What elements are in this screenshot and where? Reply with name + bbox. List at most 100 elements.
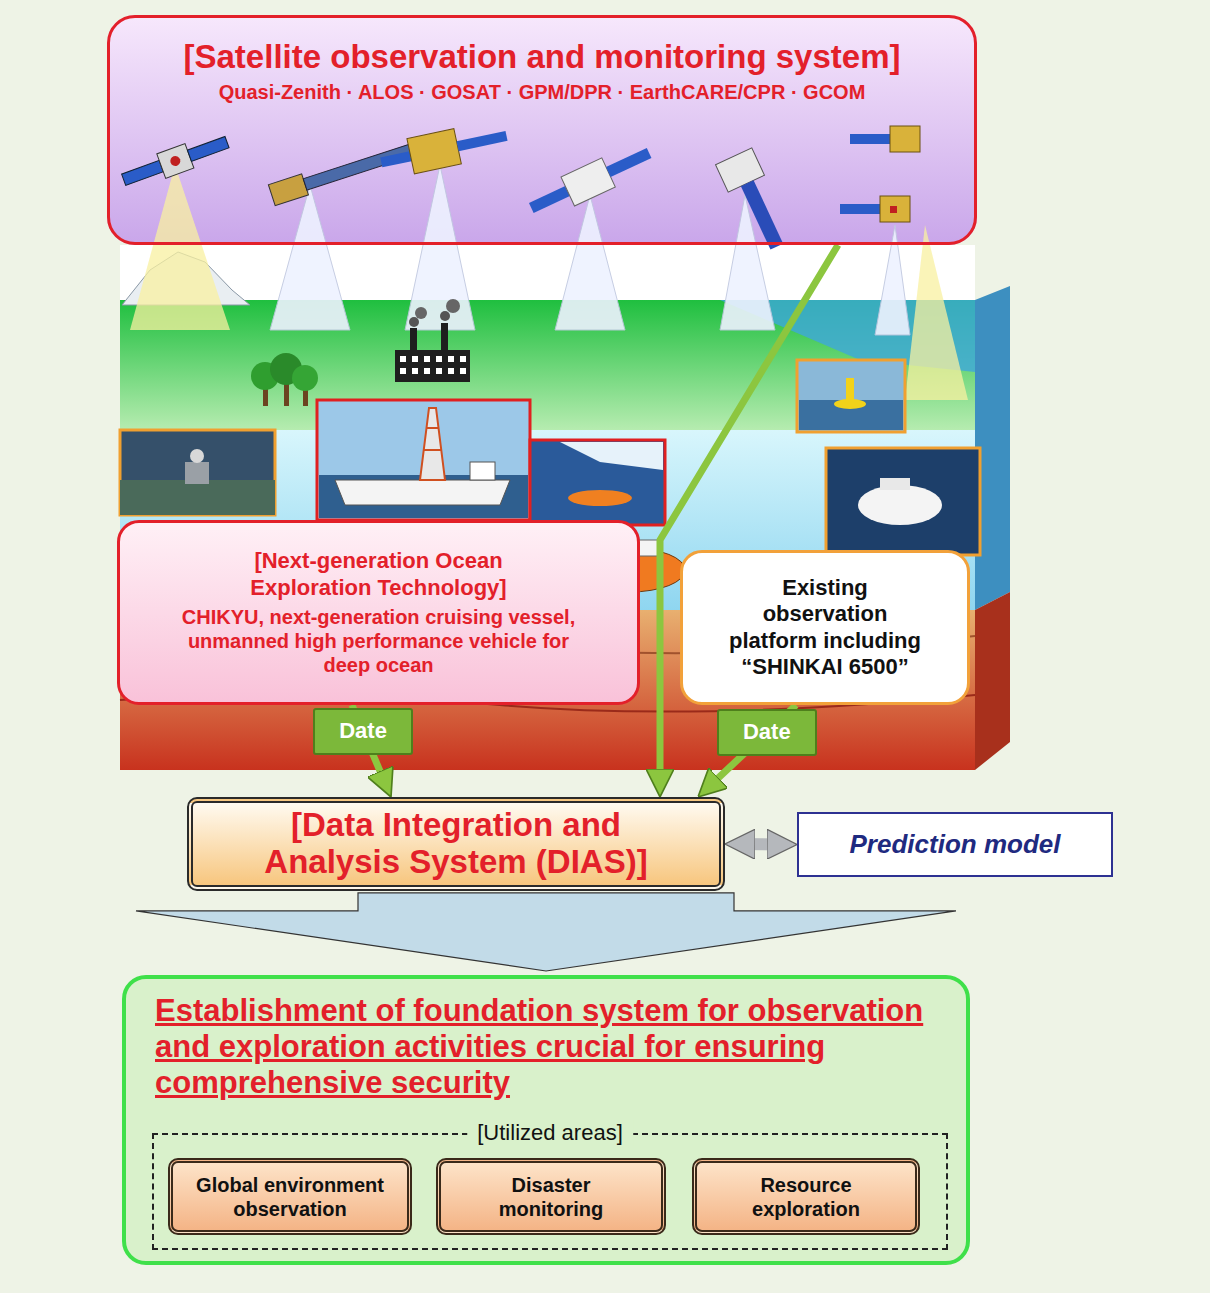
photo-ice-vehicle [530, 440, 665, 525]
photo-drilling-ship [424, 449, 441, 451]
factory [400, 356, 406, 362]
photo-ice-vehicle [568, 490, 632, 506]
edge-label: Date [313, 708, 413, 754]
factory [409, 317, 419, 327]
beams [405, 165, 475, 330]
photo-drilling-ship [335, 480, 510, 505]
satellites [187, 136, 229, 161]
box-body: CHIKYU, next-generation cruising vessel,… [171, 605, 586, 677]
satellites [457, 131, 508, 151]
satellites [890, 126, 920, 152]
system-box: [Data Integration and Analysis System (D… [187, 797, 725, 891]
landscape [975, 592, 1010, 770]
photo-drilling-ship [420, 408, 445, 480]
photo-drilling-ship [317, 400, 530, 520]
factory [410, 328, 417, 352]
satellites [169, 155, 182, 168]
photo-drilling-ship [317, 400, 530, 520]
photo-submersible [880, 478, 910, 490]
photo-station [120, 430, 275, 515]
photo-buoy [797, 360, 905, 432]
satellites [880, 196, 910, 222]
factory [415, 307, 427, 319]
photo-station [190, 449, 204, 463]
area-box: Global environment observation [168, 1158, 412, 1235]
factory [395, 350, 470, 382]
satellites [157, 144, 194, 179]
photo-station [185, 462, 209, 484]
factory [448, 356, 454, 362]
factory [441, 323, 448, 352]
photo-station [120, 480, 275, 515]
factory [412, 368, 418, 374]
photo-drilling-ship [427, 427, 438, 429]
model-box: Prediction model [797, 812, 1113, 877]
beams [875, 225, 910, 335]
flow-arrow [660, 245, 838, 787]
landscape [120, 245, 975, 305]
satellites [378, 118, 511, 180]
satellites [890, 206, 897, 213]
satellites [606, 148, 651, 177]
areas-group: [Utilized areas]Global environment obser… [152, 1133, 948, 1250]
satellites [122, 160, 164, 185]
factory [440, 311, 450, 321]
satellites [525, 139, 656, 223]
satellites [303, 142, 421, 190]
factory [424, 368, 430, 374]
flow-arrow [737, 838, 785, 850]
beams [555, 195, 625, 330]
factory [395, 299, 470, 382]
factory [446, 299, 460, 313]
factory [436, 368, 442, 374]
satellites [119, 118, 920, 255]
satellites [840, 204, 880, 214]
trees [292, 365, 318, 391]
box-heading: [Next-generation Ocean Exploration Techn… [219, 548, 539, 601]
photo-drilling-ship [470, 462, 495, 480]
box-label: [Data Integration and Analysis System (D… [253, 807, 659, 881]
photo-buoy [799, 400, 903, 430]
satellites [561, 158, 615, 206]
photo-submersible [826, 448, 980, 555]
satellites [850, 134, 890, 144]
box-label: Disaster monitoring [476, 1173, 626, 1221]
box-label: Prediction model [850, 829, 1061, 860]
panel-fill [107, 15, 977, 245]
flow-block-arrow [136, 893, 956, 971]
satellites [407, 129, 461, 174]
factory [448, 368, 454, 374]
satellites [716, 148, 765, 192]
satellites [741, 180, 783, 249]
photo-submersible [858, 485, 942, 525]
factory [460, 356, 466, 362]
box-label: Existing observation platform including … [723, 575, 928, 681]
factory [424, 356, 430, 362]
satellites [268, 174, 308, 206]
satellites [380, 151, 411, 167]
satellite-list: Quasi-Zenith · ALOS · GOSAT · GPM/DPR · … [219, 80, 866, 104]
satellites [529, 186, 570, 213]
photo-submersible [826, 448, 980, 555]
technology-box: [Next-generation Ocean Exploration Techn… [117, 520, 640, 705]
goal-panel: Establishment of foundation system for o… [122, 975, 970, 1265]
photo-ice-vehicle [560, 442, 663, 470]
panel-heading: [Satellite observation and monitoring sy… [184, 38, 901, 76]
area-box: Resource exploration [692, 1158, 920, 1235]
satellites [268, 137, 422, 206]
satellites [716, 148, 795, 256]
factory [460, 368, 466, 374]
goal-heading: Establishment of foundation system for o… [155, 993, 950, 1101]
photo-ice-vehicle [530, 440, 665, 525]
photo-station [120, 430, 275, 515]
box-label: Resource exploration [731, 1173, 881, 1221]
factory [436, 356, 442, 362]
photo-buoy [834, 399, 866, 409]
photo-buoy [797, 360, 905, 432]
trees [251, 353, 318, 406]
factory [400, 368, 406, 374]
beams [905, 225, 968, 400]
system-panel: [Satellite observation and monitoring sy… [107, 15, 977, 245]
